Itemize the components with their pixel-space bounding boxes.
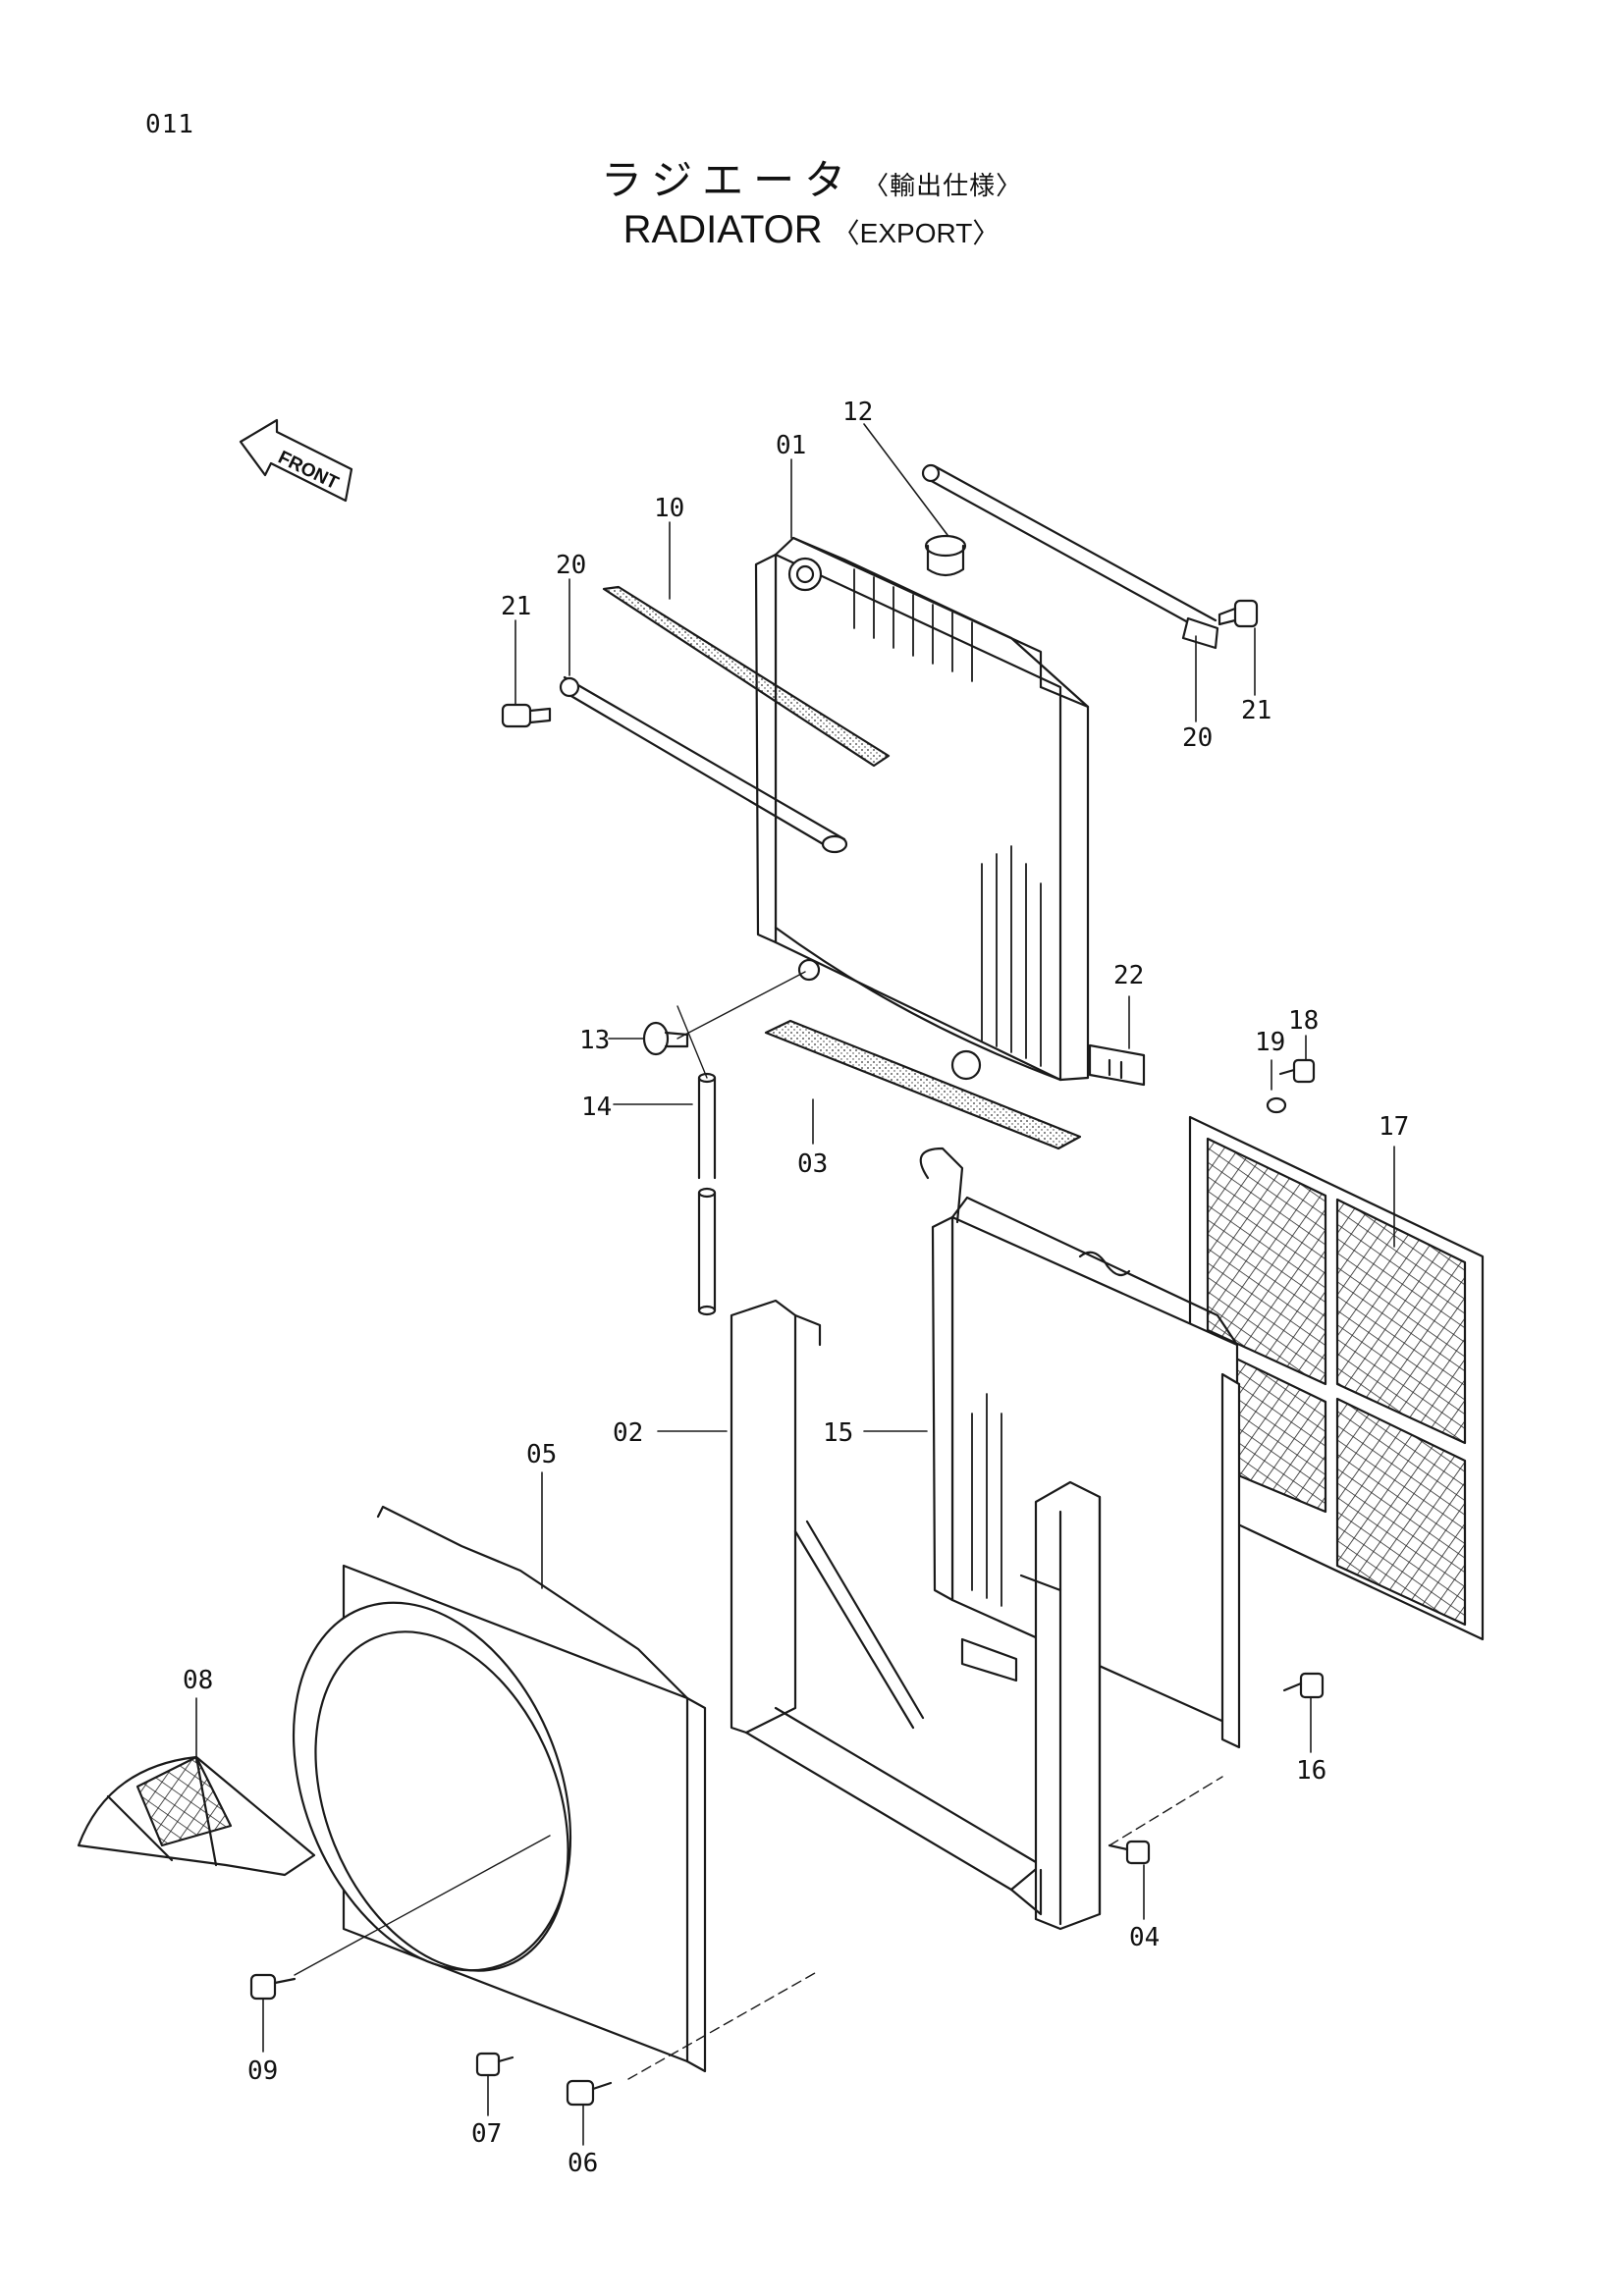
- seal-strip-10: [602, 585, 891, 768]
- bolt-18: [1278, 1058, 1316, 1084]
- bolt-21-left: [501, 703, 552, 728]
- sponge-03: [764, 1019, 1082, 1150]
- callout-05: 05: [526, 1440, 557, 1469]
- callout-22: 22: [1113, 961, 1144, 990]
- callout-03: 03: [797, 1149, 828, 1179]
- front-arrow-icon: FRONT: [239, 418, 353, 503]
- fan-shroud-05: [292, 1505, 707, 2073]
- callout-08: 08: [183, 1666, 213, 1695]
- stay-20-left: [559, 675, 848, 854]
- page-number: 011: [145, 110, 194, 139]
- callout-12: 12: [842, 398, 873, 427]
- bolt-16: [1282, 1672, 1325, 1699]
- callout-07: 07: [471, 2119, 502, 2149]
- callout-16: 16: [1296, 1756, 1326, 1786]
- callout-20-right: 20: [1182, 723, 1213, 753]
- plate-22: [1088, 1043, 1146, 1087]
- title-ja-sub: 〈輸出仕様〉: [863, 172, 1023, 201]
- callout-21-left: 21: [501, 592, 531, 621]
- callout-04: 04: [1129, 1923, 1160, 1952]
- hose-14: [697, 1072, 717, 1316]
- alignment-lines: [294, 971, 1223, 2080]
- callout-19: 19: [1255, 1028, 1285, 1057]
- callout-18: 18: [1288, 1006, 1319, 1036]
- callout-labels: 01 12 10 20 21 20 21 22 13 14 03 19 18 1…: [183, 398, 1409, 2178]
- title-en-sub: 〈EXPORT〉: [832, 218, 1001, 248]
- callout-20-left: 20: [556, 551, 586, 580]
- bolt-21-right: [1217, 599, 1259, 628]
- bolt-07: [475, 2052, 514, 2077]
- callout-17: 17: [1379, 1112, 1409, 1142]
- radiator-01: [754, 534, 1090, 1082]
- bolt-06: [566, 2079, 613, 2107]
- callout-13: 13: [579, 1026, 610, 1055]
- callout-06: 06: [568, 2149, 598, 2178]
- bolt-04: [1108, 1840, 1151, 1865]
- drain-cock-13: [642, 1021, 689, 1056]
- callout-09: 09: [247, 2056, 278, 2086]
- callout-02: 02: [613, 1418, 643, 1448]
- stay-20-right: [921, 463, 1219, 650]
- leader-lines: [195, 423, 1395, 2146]
- washer-19: [1266, 1096, 1287, 1114]
- page-title-english: RADIATOR 〈EXPORT〉: [0, 208, 1623, 252]
- callout-15: 15: [823, 1418, 853, 1448]
- bolt-09: [249, 1973, 297, 2001]
- callout-01: 01: [776, 431, 806, 460]
- callout-10: 10: [654, 494, 684, 523]
- callout-21-right: 21: [1241, 696, 1271, 725]
- title-en-main: RADIATOR: [622, 208, 823, 251]
- frame-02: [730, 1299, 1102, 1931]
- fan-guard-08: [77, 1755, 316, 1877]
- callout-14: 14: [581, 1093, 612, 1122]
- page-title-japanese: ラジエータ〈輸出仕様〉: [0, 147, 1623, 207]
- oil-cooler-15: [919, 1147, 1241, 1749]
- title-ja-main: ラジエータ: [600, 156, 856, 204]
